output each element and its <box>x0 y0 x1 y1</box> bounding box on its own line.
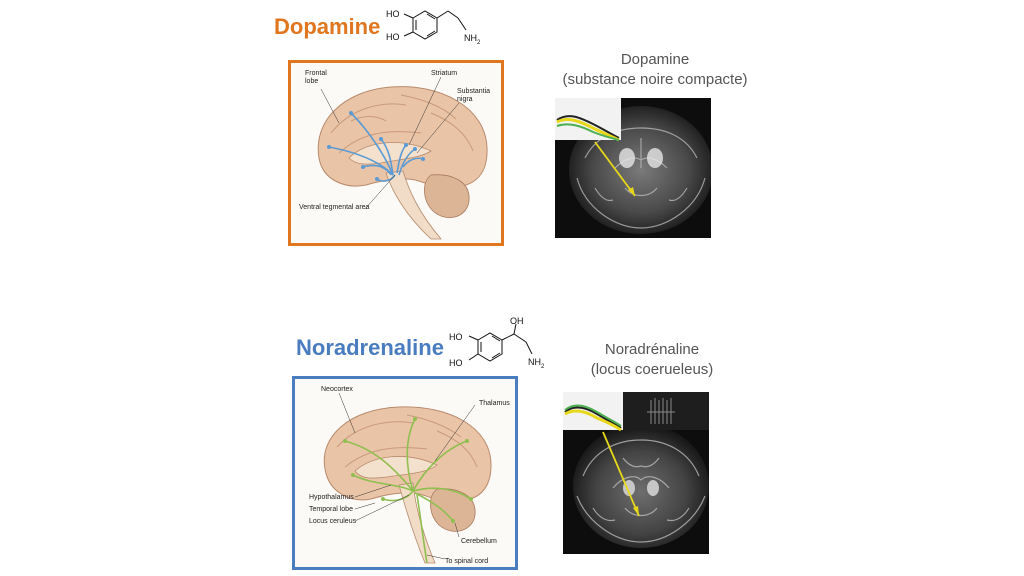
dopamine-title: Dopamine <box>274 14 381 39</box>
nora-label-thalamus: Thalamus <box>479 400 510 407</box>
noradrenaline-brain-panel: Neocortex Thalamus Hypothalamus Temporal… <box>292 376 518 570</box>
nora-label-neocortex: Neocortex <box>321 386 353 393</box>
nora-label-hypothalamus: Hypothalamus <box>309 494 354 501</box>
noradrenaline-mri-image <box>563 392 709 554</box>
dopamine-ho-bottom: HO <box>386 32 400 42</box>
nora-ho-bottom: HO <box>449 358 463 368</box>
dopa-label-substantia-1: Substantia <box>457 88 490 95</box>
nora-label-spinal: To spinal cord <box>445 558 488 565</box>
dopamine-caption-line1: Dopamine <box>620 51 690 68</box>
dopa-label-substantia-2: nigra <box>457 96 473 103</box>
nora-ho-top: HO <box>449 332 463 342</box>
dopamine-molecule: HO HO NH2 <box>386 9 481 46</box>
nora-label-cerebellum: Cerebellum <box>461 538 497 545</box>
noradrenaline-brain-diagram: Neocortex Thalamus Hypothalamus Temporal… <box>309 386 510 565</box>
dopa-label-striatum: Striatum <box>431 70 457 77</box>
noradrenaline-molecule: OH HO HO NH2 <box>449 316 545 370</box>
nora-oh: OH <box>510 316 524 326</box>
dopamine-ho-top: HO <box>386 9 400 19</box>
nora-label-locus: Locus ceruleus <box>309 518 357 525</box>
dopamine-amine: NH2 <box>464 33 481 46</box>
noradrenaline-caption-line2: (locus coerueleus) <box>590 361 714 378</box>
dopa-label-frontal-1: Frontal <box>305 70 327 77</box>
noradrenaline-caption: Noradrénaline (locus coerueleus) <box>532 340 772 380</box>
dopamine-brain-diagram: Frontal lobe Striatum Substantia nigra V… <box>299 70 490 240</box>
dopa-label-frontal-2: lobe <box>305 78 318 85</box>
nora-label-temporal: Temporal lobe <box>309 506 353 513</box>
dopamine-caption-line2: (substance noire compacte) <box>562 71 748 88</box>
dopamine-brain-panel: Frontal lobe Striatum Substantia nigra V… <box>288 60 504 246</box>
nora-amine: NH2 <box>528 357 545 370</box>
noradrenaline-title: Noradrenaline <box>296 335 444 360</box>
dopa-label-vta: Ventral tegmental area <box>299 204 370 211</box>
noradrenaline-caption-line1: Noradrénaline <box>604 341 700 358</box>
dopamine-caption: Dopamine (substance noire compacte) <box>520 50 790 90</box>
dopamine-mri-image <box>555 98 711 238</box>
